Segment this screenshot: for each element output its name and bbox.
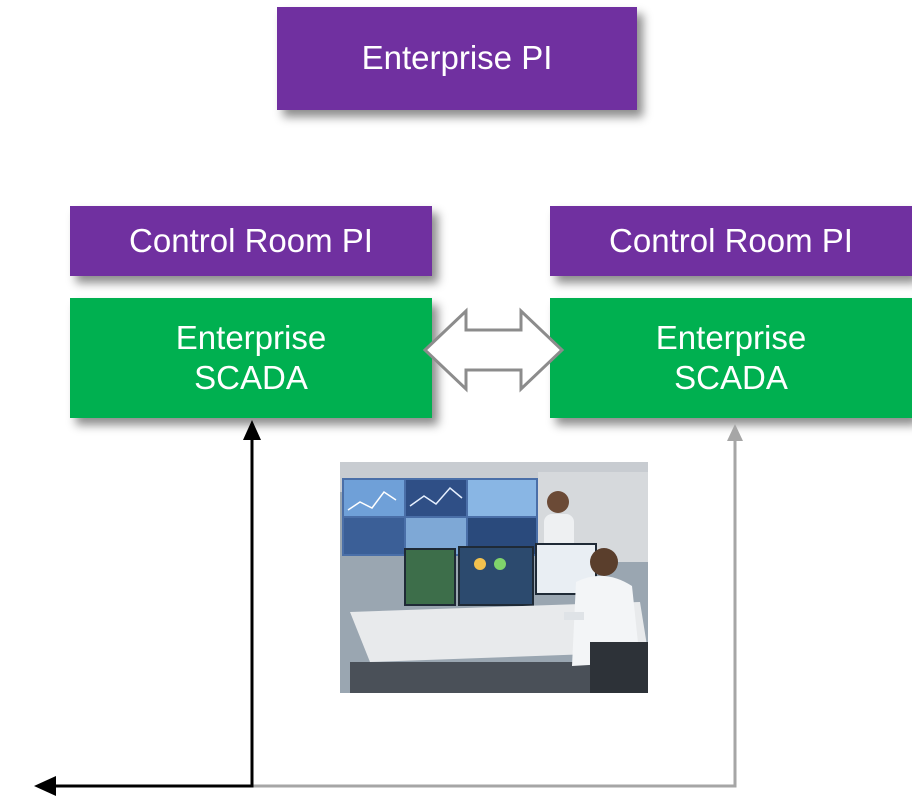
secondary-link-line — [252, 438, 737, 788]
control-room-pi-right-box: Control Room PI — [550, 206, 912, 276]
enterprise-scada-right-box: Enterprise SCADA — [550, 298, 912, 418]
primary-link-arrowhead-up — [243, 420, 261, 440]
primary-link-line — [52, 438, 254, 788]
secondary-link-arrowhead — [727, 424, 743, 441]
control-room-pi-left-box: Control Room PI — [70, 206, 432, 276]
primary-link-arrowhead-left — [34, 776, 56, 796]
enterprise-scada-left-box: Enterprise SCADA — [70, 298, 432, 418]
control-room-photo — [340, 462, 648, 693]
enterprise-pi-box: Enterprise PI — [277, 7, 637, 110]
sync-double-arrow-icon — [422, 307, 565, 393]
